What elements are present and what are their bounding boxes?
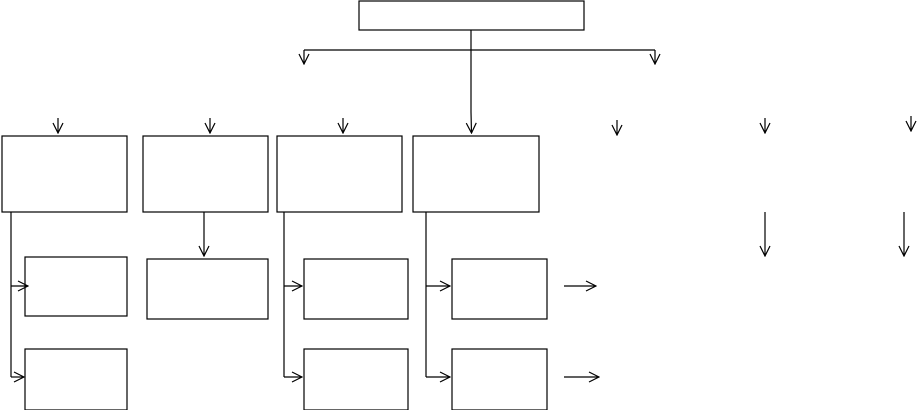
level2-box-3a xyxy=(303,258,409,320)
level2-box-4b xyxy=(451,348,548,410)
root-box xyxy=(358,0,585,31)
level2-box-1a xyxy=(24,256,128,317)
level2-box-1b xyxy=(24,348,128,410)
level1-box-3 xyxy=(276,135,403,213)
root-to-box4-connector xyxy=(471,30,472,133)
level2-box-4a xyxy=(451,258,548,320)
level2-box-3b xyxy=(303,348,409,410)
level1-box-2 xyxy=(142,135,269,213)
level1-box-1 xyxy=(1,135,128,213)
level1-box-4 xyxy=(412,135,540,213)
level2-box-2a xyxy=(146,258,269,320)
